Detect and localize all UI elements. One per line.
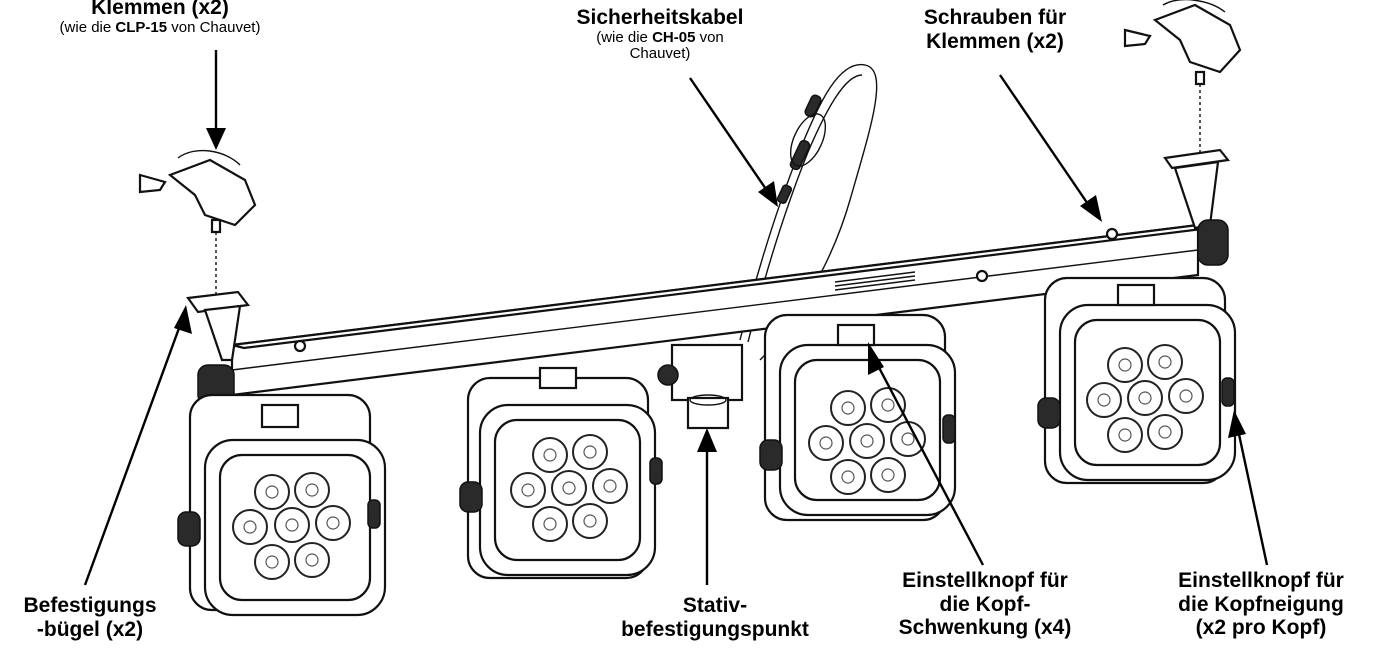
label-pan: Einstellknopf für die Kopf- Schwenkung (…: [860, 569, 1110, 640]
label-bracket-line2: -bügel (x2): [36, 617, 144, 641]
right-clamp: [1123, 0, 1242, 155]
label-clamps-title: Klemmen (x2): [91, 0, 229, 19]
arrow-safety-cable: [689, 77, 778, 207]
label-tilt-line3: (x2 pro Kopf): [1195, 616, 1327, 640]
label-safety-cable: Sicherheitskabel (wie die CH-05 von Chau…: [530, 6, 790, 63]
right-mounting-bracket: [1163, 148, 1231, 266]
arrow-pan: [868, 342, 985, 566]
arrow-stand: [697, 428, 717, 585]
label-bracket-line1: Befestigungs: [23, 594, 157, 617]
stand-mount: [657, 343, 744, 430]
arrow-clamps: [206, 50, 226, 150]
label-safety-sub: (wie die CH-05 von: [596, 28, 724, 46]
label-tilt: Einstellknopf für die Kopfneigung (x2 pr…: [1150, 569, 1372, 640]
arrow-screws: [999, 74, 1102, 222]
arrow-bracket: [83, 305, 192, 586]
label-stand-line2: befestigungspunkt: [621, 617, 809, 641]
fixture-1: [177, 393, 387, 617]
label-pan-line3: Schwenkung (x4): [898, 616, 1072, 640]
label-tilt-line1: Einstellknopf für: [1178, 569, 1344, 592]
label-screws-line1: Schrauben für: [923, 6, 1067, 29]
label-screws: Schrauben für Klemmen (x2): [890, 6, 1100, 53]
arrow-tilt: [1228, 410, 1269, 566]
label-tilt-line2: die Kopfneigung: [1178, 592, 1344, 616]
left-clamp: [138, 149, 257, 298]
label-clamps-sub: (wie die CLP-15 von Chauvet): [59, 18, 261, 36]
label-bracket: Befestigungs -bügel (x2): [0, 594, 180, 641]
label-screws-line2: Klemmen (x2): [926, 29, 1064, 53]
label-safety-title: Sicherheitskabel: [576, 6, 744, 29]
label-pan-line2: die Kopf-: [939, 592, 1031, 616]
label-pan-line1: Einstellknopf für: [902, 569, 1068, 592]
fixture-3: [759, 313, 957, 522]
label-clamps: Klemmen (x2) (wie die CLP-15 von Chauvet…: [0, 0, 320, 36]
fixture-2: [459, 366, 663, 580]
fixture-4: [1037, 276, 1237, 485]
label-stand: Stativ- befestigungspunkt: [590, 594, 840, 641]
label-stand-line1: Stativ-: [682, 594, 748, 617]
label-safety-sub2: Chauvet): [629, 45, 691, 63]
